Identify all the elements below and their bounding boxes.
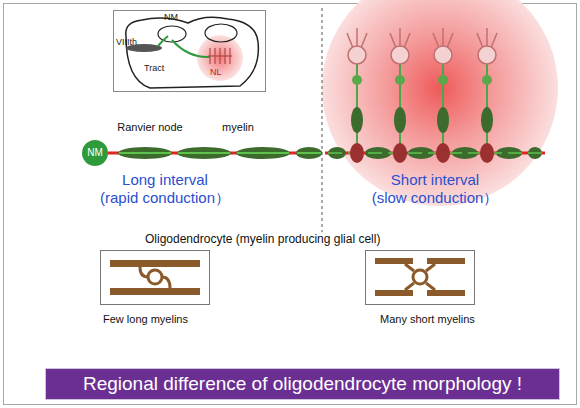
neuron-soma — [434, 46, 452, 64]
nm-nucleus — [158, 26, 186, 42]
cell-process — [426, 283, 435, 290]
dendrite — [442, 28, 444, 46]
nl-neuron — [433, 28, 453, 163]
axon-core — [119, 152, 171, 154]
cell-process — [426, 264, 435, 271]
text-label: (slow conduction） — [372, 189, 499, 207]
dendrite — [356, 28, 358, 46]
synapse — [395, 75, 405, 85]
cell-body — [413, 270, 427, 284]
node-label: Regional difference of oligodendrocyte m… — [83, 373, 522, 396]
collateral-myelin — [351, 107, 363, 133]
myelin-sheath — [177, 147, 231, 159]
myelin-sheath — [118, 147, 172, 159]
nl-lamina — [208, 48, 232, 64]
short-myelin — [375, 258, 413, 264]
morphology-box: Many short myelins — [365, 250, 475, 305]
node-label: Many short myelins — [380, 313, 475, 326]
nl-region — [205, 24, 237, 42]
cell-process — [140, 267, 148, 277]
neuron-soma — [478, 46, 496, 64]
synapse — [482, 75, 492, 85]
nl-neuron — [390, 28, 410, 163]
text-label: myelin — [222, 121, 254, 134]
nl-glow — [322, 0, 558, 206]
branch-node — [480, 143, 494, 163]
collateral-myelin — [437, 107, 449, 133]
oligodendrocyte-short — [375, 258, 465, 296]
synapse — [352, 75, 362, 85]
dendrite — [433, 33, 439, 48]
branch-node — [436, 143, 450, 163]
collateral-myelin — [481, 107, 493, 133]
short-myelin — [427, 258, 465, 264]
long-myelin — [110, 260, 200, 267]
long-myelin — [110, 288, 200, 295]
myelin-sheath — [236, 147, 290, 159]
brainstem-outline — [126, 17, 259, 88]
morphology-box: Few long myelins — [100, 250, 210, 305]
text-label: Oligodendrocyte (myelin producing glial … — [145, 232, 380, 246]
nl-cell — [208, 55, 232, 56]
neuron-soma — [348, 46, 366, 64]
dendrite — [347, 33, 353, 48]
dendrite — [390, 33, 396, 48]
dendrite — [486, 28, 488, 46]
branch-node — [393, 143, 407, 163]
divider-line — [322, 8, 323, 232]
branch-node — [350, 143, 364, 163]
text-label: (rapid conduction） — [100, 189, 230, 207]
axon-core — [297, 152, 321, 154]
cell-process — [162, 277, 170, 288]
dendrite — [361, 33, 367, 48]
nm-tract — [172, 40, 210, 57]
short-myelin — [427, 290, 465, 296]
node-label: NM — [164, 12, 178, 23]
node-label: NM — [87, 147, 103, 159]
dendrite — [399, 28, 401, 46]
myelin-sheath — [296, 147, 322, 159]
text-label: Short interval — [391, 171, 479, 189]
text-label: Long interval — [122, 171, 208, 189]
cell-process — [405, 264, 414, 271]
cell-process — [405, 283, 414, 290]
axon-core — [237, 152, 289, 154]
nl-neuron — [347, 28, 367, 163]
oligodendrocyte-long — [110, 260, 200, 295]
collateral-myelin — [394, 107, 406, 133]
text-label: Ranvier node — [117, 121, 182, 134]
dendrite — [404, 33, 410, 48]
neuron-soma — [391, 46, 409, 64]
dendrite — [491, 33, 497, 48]
cell-body — [148, 270, 162, 284]
axon-core — [178, 152, 230, 154]
synapse — [438, 75, 448, 85]
node-label: Few long myelins — [103, 313, 188, 326]
nm-circle: NM — [82, 140, 108, 166]
nl-neuron — [477, 28, 497, 163]
dendrite — [447, 33, 453, 48]
node-label: Tract — [144, 63, 164, 74]
inset-box: NM VIIIthTract NL — [113, 10, 266, 92]
short-myelin — [375, 290, 413, 296]
summary-banner: Regional difference of oligodendrocyte m… — [45, 368, 560, 400]
node-label: NL — [210, 67, 222, 78]
outer-frame — [4, 4, 577, 405]
dendrite — [477, 33, 483, 48]
node-label: VIIIth — [116, 37, 137, 48]
nerve-fiber — [158, 36, 168, 46]
